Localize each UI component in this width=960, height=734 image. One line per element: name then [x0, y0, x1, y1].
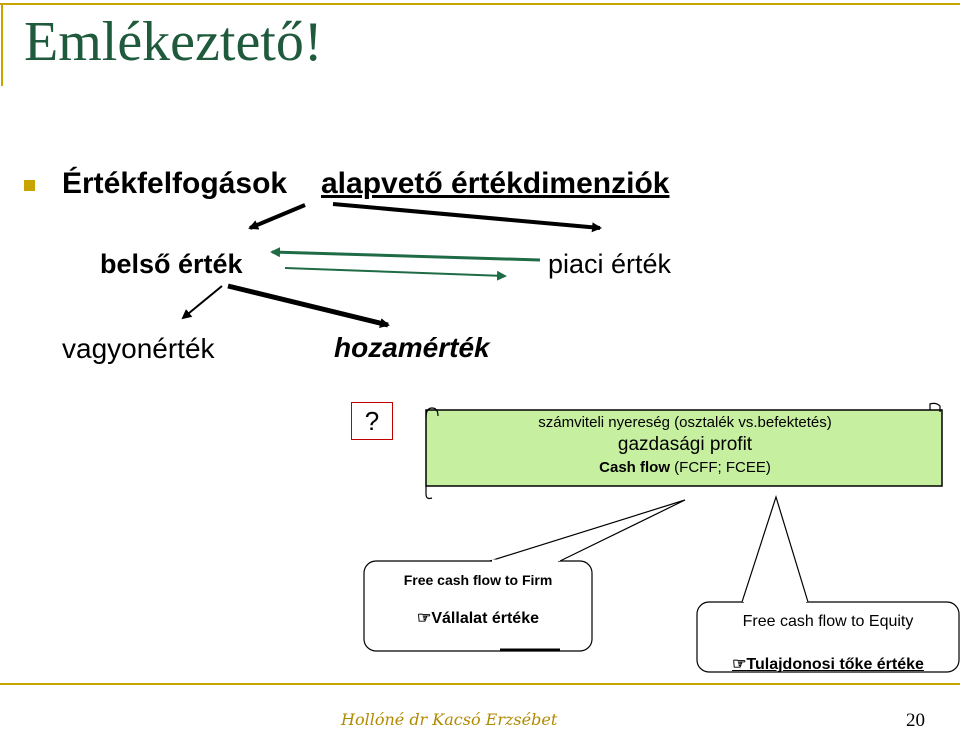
arrow-to-belso — [248, 203, 306, 230]
scroll-line-accounting-profit: számviteli nyereség (osztalék vs.befekte… — [538, 414, 832, 431]
cash-flow-types: (FCFF; FCEE) — [670, 459, 771, 476]
fcfe-value-line: ☞Tulajdonosi tőke értéke — [697, 654, 959, 674]
arrow-to-vagyon — [181, 285, 223, 320]
pointing-hand-icon: ☞ — [417, 610, 432, 627]
callout-right-shape — [696, 494, 960, 673]
scroll-shape — [425, 402, 943, 500]
fcfe-label: Free cash flow to Equity — [742, 613, 914, 630]
fcff-value-line: ☞Vállalat értéke — [364, 608, 592, 628]
arrow-to-hozam — [227, 283, 390, 328]
tulajdonosi-toke-label: Tulajdonosi tőke értéke — [746, 656, 924, 673]
label-vagyonertek: vagyonérték — [62, 333, 215, 364]
scroll-line-cash-flow: Cash flow (FCFF; FCEE) — [430, 459, 940, 476]
question-box: ? — [351, 402, 393, 440]
page-title: Emlékeztető! — [24, 11, 323, 73]
bullet-text-dimensions: alapvető értékdimenziók — [321, 167, 670, 200]
label-belso-ertek: belső érték — [100, 249, 243, 279]
page-number: 20 — [906, 710, 925, 731]
top-rule — [0, 3, 960, 86]
label-piaci-ertek: piaci érték — [548, 249, 672, 279]
cash-flow-label: Cash flow — [599, 459, 670, 476]
green-arrow-left — [270, 247, 541, 262]
green-arrow-right — [284, 267, 507, 281]
label-hozamertek: hozamérték — [334, 332, 490, 363]
bullet-marker — [24, 180, 35, 191]
pointing-hand-icon: ☞ — [732, 656, 747, 673]
vallalat-erteke-label: Vállalat értéke — [431, 610, 539, 627]
bullet-text-values: Értékfelfogások — [62, 167, 288, 200]
scroll-line-economic-profit: gazdasági profit — [617, 434, 753, 455]
callout-left-shape — [363, 499, 686, 652]
arrow-to-piaci — [332, 202, 602, 233]
footer-author: Hollóné dr Kacsó Erzsébet — [341, 710, 558, 729]
fcff-label: Free cash flow to Firm — [403, 572, 553, 588]
